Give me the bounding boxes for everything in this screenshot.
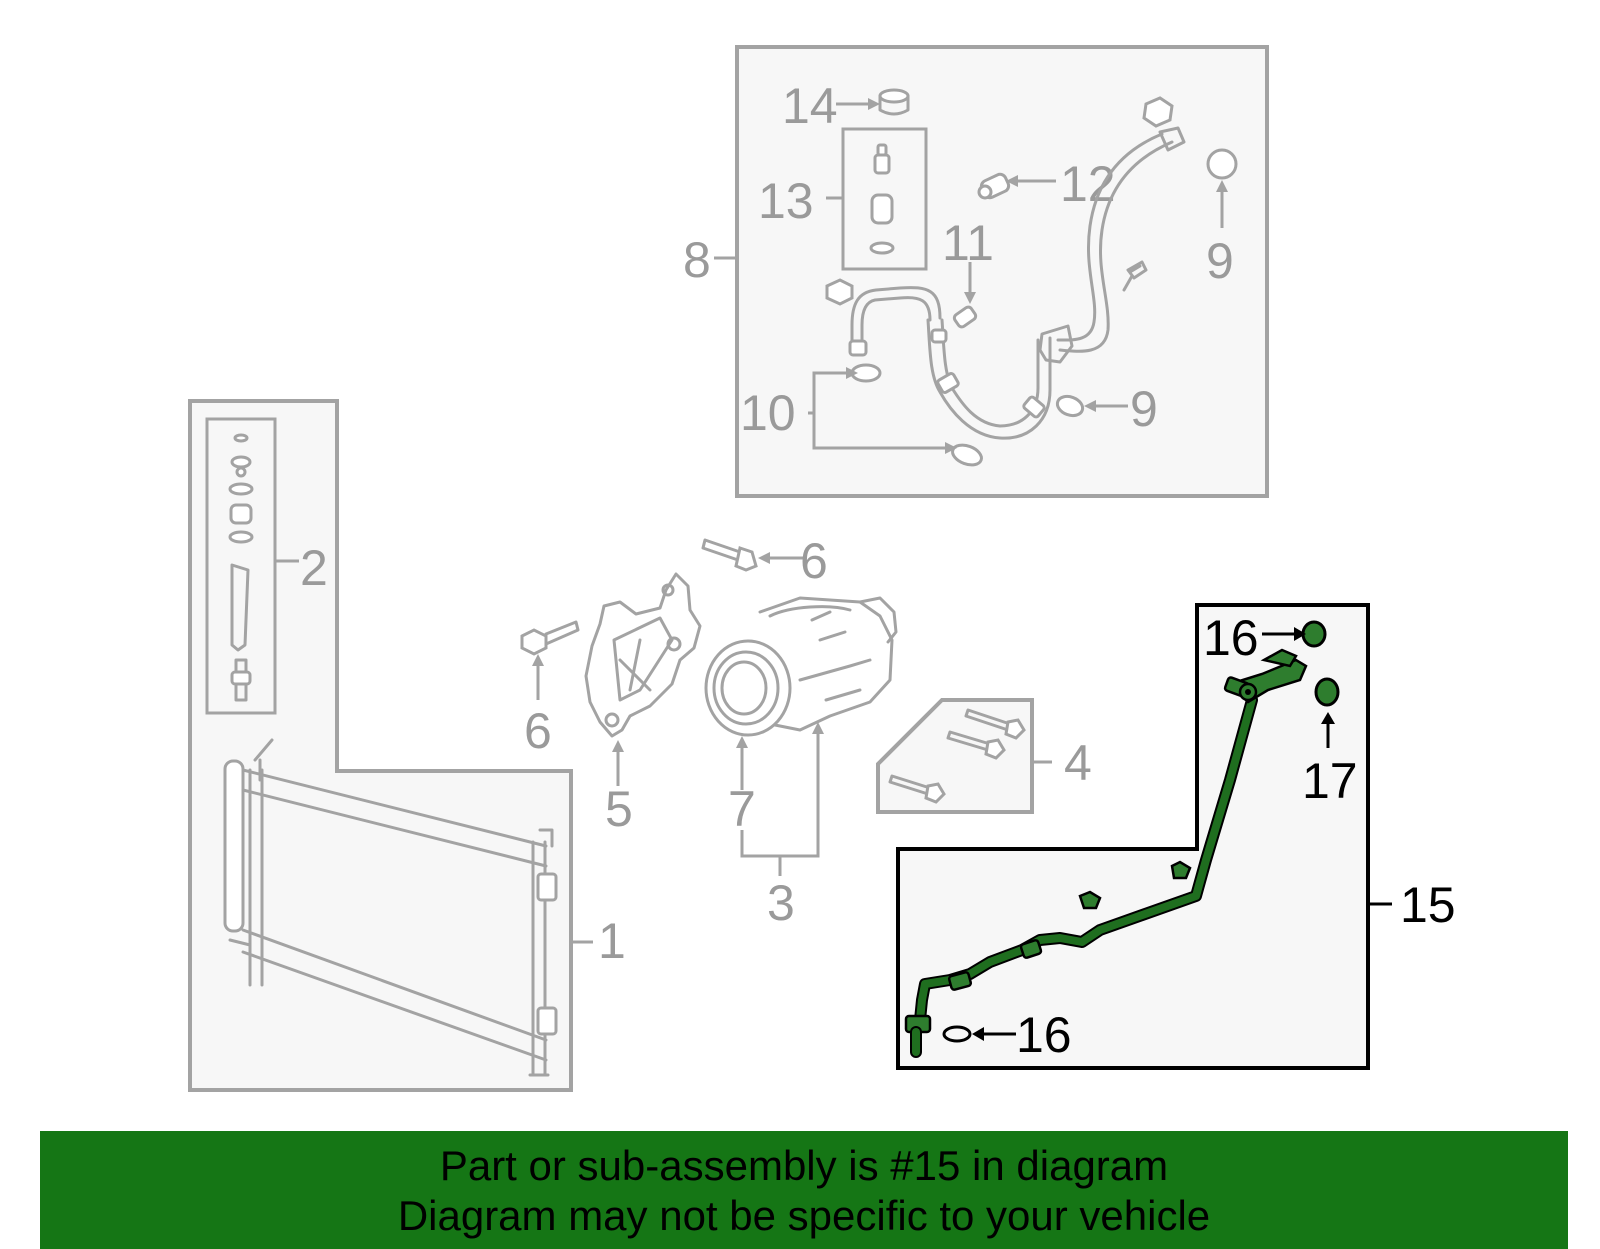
callout-17: 17 — [1302, 753, 1358, 809]
sensor-part — [952, 305, 978, 329]
callout-11: 11 — [942, 215, 994, 271]
callout-10: 10 — [740, 385, 796, 441]
receiver-kit-parts — [228, 433, 254, 702]
nut-top — [1142, 96, 1174, 128]
callout-5: 5 — [605, 781, 633, 837]
bolt-kit-box — [876, 698, 1034, 814]
hose-assembly — [848, 126, 1186, 440]
o-ring-17 — [1314, 677, 1340, 707]
callout-13: 13 — [758, 173, 814, 229]
nut-left — [825, 278, 854, 306]
compressor — [704, 596, 898, 737]
hose-group-box — [735, 45, 1269, 498]
condenser — [223, 738, 558, 1077]
valve-kit-parts — [869, 143, 895, 255]
callout-3: 3 — [767, 875, 795, 931]
o-ring-16-bottom — [942, 1025, 972, 1043]
callout-15: 15 — [1400, 877, 1456, 933]
bolt-6-left — [520, 620, 580, 656]
compressor-bracket — [584, 572, 702, 738]
bolt-6-top — [701, 538, 758, 572]
callout-16-bottom: 16 — [1016, 1007, 1072, 1063]
condenser-group-box — [188, 399, 573, 1092]
bolt-kit-parts — [888, 708, 1026, 804]
callout-12: 12 — [1060, 156, 1116, 212]
o-ring-9-right — [1055, 394, 1085, 418]
banner-line-2: Diagram may not be specific to your vehi… — [397, 1192, 1211, 1239]
callout-6-left: 6 — [524, 703, 552, 759]
callout-4: 4 — [1064, 735, 1092, 791]
o-ring-16-top — [1301, 620, 1327, 648]
callout-14: 14 — [782, 78, 838, 134]
bolt-right — [1122, 260, 1148, 292]
callout-9-top: 9 — [1206, 233, 1234, 289]
callout-7: 7 — [728, 781, 756, 837]
callout-8: 8 — [683, 232, 711, 288]
callout-16-top: 16 — [1203, 610, 1259, 666]
callout-2: 2 — [300, 540, 328, 596]
o-ring-9-top — [1206, 148, 1238, 180]
callout-9-right: 9 — [1130, 381, 1158, 437]
callout-1: 1 — [598, 913, 626, 969]
pressure-switch — [977, 172, 1011, 200]
info-banner: Part or sub-assembly is #15 in diagram D… — [40, 1131, 1568, 1249]
cap-part — [878, 88, 910, 116]
callout-6-top: 6 — [800, 533, 828, 589]
banner-line-1: Part or sub-assembly is #15 in diagram — [439, 1142, 1169, 1189]
pipe-assembly-15 — [904, 648, 1308, 1058]
